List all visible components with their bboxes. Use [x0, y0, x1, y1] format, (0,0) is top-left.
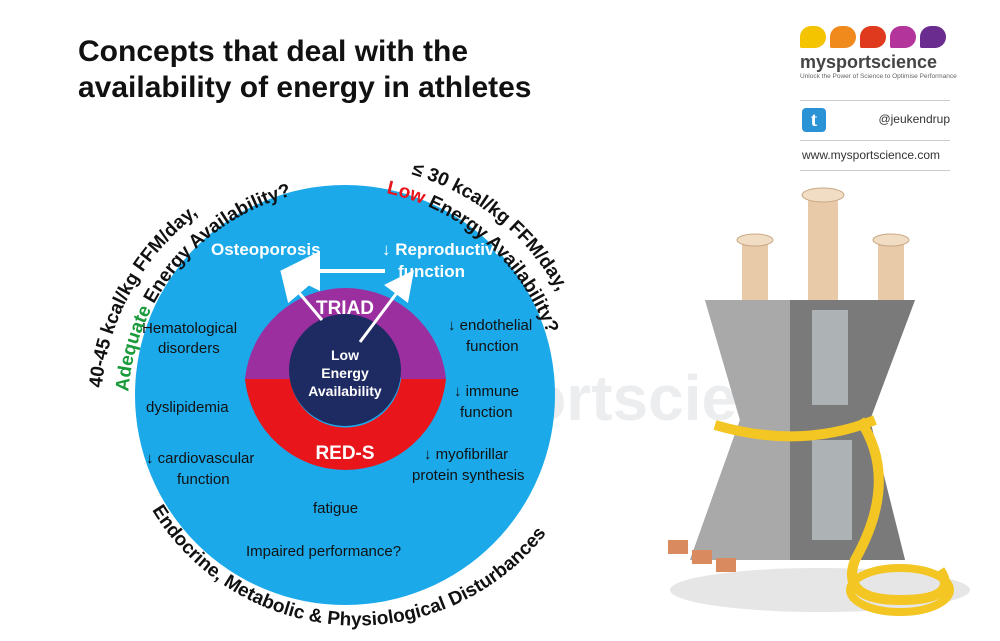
divider [800, 140, 950, 141]
label-reproductive-1: ↓ Reproductive [382, 240, 504, 259]
twitter-row[interactable]: t @jeukendrup [800, 106, 950, 134]
label-endothelial-2: function [466, 338, 519, 355]
label-cardio-1: ↓ cardiovascular [146, 450, 254, 467]
label-reproductive-2: function [398, 262, 465, 281]
label-cardio-2: function [177, 471, 230, 488]
factory-illustration [668, 187, 970, 616]
petal-purple [920, 26, 946, 48]
label-hematological-1: Hematological [142, 320, 237, 337]
label-hematological-2: disorders [158, 340, 220, 357]
center-label-2: Energy [321, 365, 369, 381]
center-circle [289, 314, 401, 426]
arrow-to-reproductive [358, 270, 414, 343]
petal-magenta [890, 26, 916, 48]
label-fatigue: fatigue [313, 500, 358, 517]
logo-petals [800, 26, 960, 48]
label-immune-2: function [460, 404, 513, 421]
label-myofibrillar-2: protein synthesis [412, 467, 525, 484]
brand-tagline: Unlock the Power of Science to Optimise … [800, 73, 957, 80]
label-endothelial-1: ↓ endothelial [448, 317, 532, 334]
divider [800, 170, 950, 171]
center-label-3: Availability [308, 383, 382, 399]
website-link[interactable]: www.mysportscience.com [802, 148, 941, 162]
reds-ring [245, 379, 446, 470]
page-title: Concepts that deal with the availability… [78, 34, 532, 106]
center-label-1: Low [331, 347, 359, 363]
twitter-handle[interactable]: @jeukendrup [878, 112, 950, 126]
petal-orange [830, 26, 856, 48]
label-myofibrillar-1: ↓ myofibrillar [424, 446, 508, 463]
label-immune-1: ↓ immune [454, 383, 519, 400]
divider [800, 100, 950, 101]
title-line-1: Concepts that deal with the [78, 35, 469, 68]
reds-label: RED-S [315, 443, 374, 464]
brand-name: mysportscience [800, 52, 938, 72]
petal-yellow [800, 26, 826, 48]
petal-red [860, 26, 886, 48]
label-osteoporosis: Osteoporosis [211, 240, 321, 259]
twitter-icon[interactable]: t [802, 108, 826, 132]
title-line-2: availability of energy in athletes [78, 71, 532, 104]
triad-label: TRIAD [316, 298, 374, 319]
label-impaired: Impaired performance? [246, 543, 401, 560]
label-dyslipidemia: dyslipidemia [146, 399, 229, 416]
brand-logo: mysportscience Unlock the Power of Scien… [800, 26, 960, 80]
